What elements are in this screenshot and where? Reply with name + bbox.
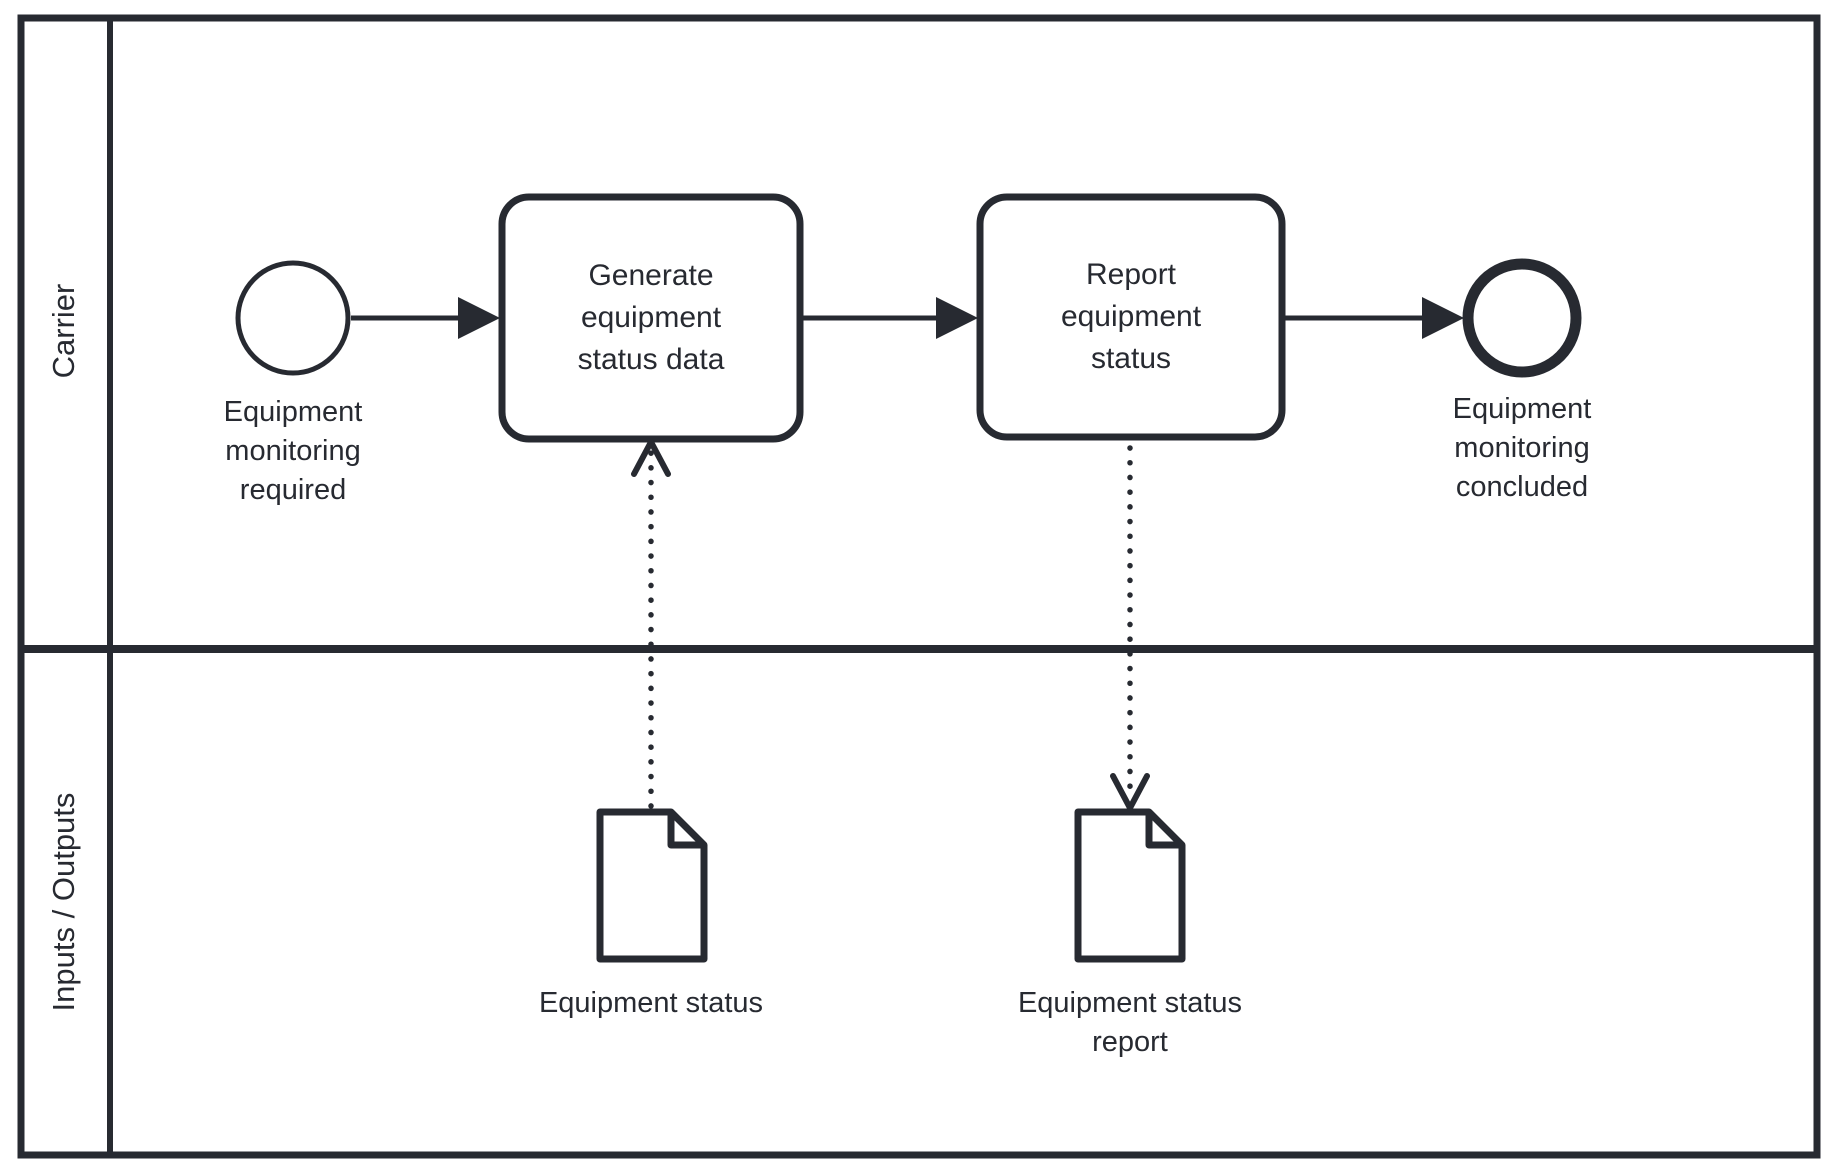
task-generate-label: Generate equipment status data	[577, 259, 725, 376]
data-association-status-to-generate	[631, 439, 671, 809]
data-object-equipment-status[interactable]	[596, 808, 708, 963]
data-association-report-to-report-doc	[1110, 445, 1150, 811]
start-event-label: Equipment monitoring required	[223, 396, 363, 506]
sequence-flow-report-to-end	[1285, 297, 1464, 339]
data-object-equipment-status-report[interactable]	[1074, 808, 1186, 963]
lane-label-carrier: Carrier	[46, 283, 81, 379]
data-object-report-label: Equipment status report	[1017, 987, 1243, 1058]
end-event-circle[interactable]	[1462, 258, 1582, 378]
lane-label-inputs-outputs: Inputs / Outputs	[46, 792, 81, 1012]
sequence-flow-generate-to-report	[800, 297, 978, 339]
sequence-flow-start-to-generate	[351, 297, 500, 339]
data-object-status-label: Equipment status	[538, 987, 764, 1019]
task-report-equipment-status[interactable]	[976, 193, 1286, 441]
start-event-circle[interactable]	[235, 260, 351, 376]
pool-border	[17, 14, 1821, 1159]
task-report-label: Report equipment status	[1060, 258, 1202, 375]
end-event-label: Equipment monitoring concluded	[1452, 393, 1592, 503]
